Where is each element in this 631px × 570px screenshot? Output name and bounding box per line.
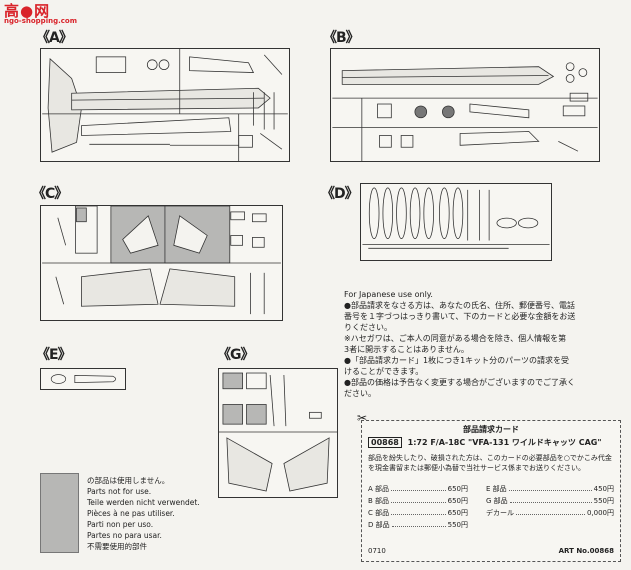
watermark-url: ngo-shopping.com: [4, 17, 77, 25]
price-row: B 部品 650円: [368, 496, 468, 506]
sprue-b-drawing: [332, 62, 598, 161]
info-line: 3者に開示することはありません。: [344, 345, 469, 354]
sprue-c-frame: [40, 205, 283, 321]
part-price: 550円: [593, 497, 614, 505]
price-row: A 部品 650円: [368, 484, 468, 494]
price-row: G 部品 550円: [486, 496, 614, 506]
part-price: 650円: [447, 509, 468, 517]
card-date-code: 0710: [368, 547, 386, 555]
part-name: G 部品: [486, 497, 508, 505]
part-price: 0,000円: [586, 509, 614, 517]
info-line: 番号を１字づつはっきり書いて、下のカードと必要な金額をお送: [344, 312, 576, 321]
sprue-a-drawing: [42, 49, 288, 161]
sprue-a-label: 《A》: [36, 30, 73, 46]
card-header: 00868 1:72 F/A-18C "VFA-131 ワイルドキャッツ CAG…: [368, 437, 602, 448]
legend-line: の部品は使用しません。: [87, 476, 170, 485]
legend-line: Pièces à ne pas utiliser.: [87, 509, 175, 518]
price-row: E 部品 450円: [486, 484, 614, 494]
price-row: D 部品 550円: [368, 520, 468, 530]
price-row: デカール 0,000円: [486, 508, 614, 518]
info-line: ●部品請求をなさる方は、あなたの氏名、住所、郵便番号、電話: [344, 301, 575, 310]
part-price: 550円: [447, 521, 468, 529]
art-number: ART No.00868: [558, 547, 614, 555]
legend-line: Teile werden nicht verwendet.: [87, 498, 200, 507]
sprue-g-frame: [218, 368, 338, 498]
info-line: りください。: [344, 323, 392, 332]
not-for-use-swatch: [40, 473, 79, 553]
japanese-info: For Japanese use only. ●部品請求をなさる方は、あなたの氏…: [344, 289, 620, 399]
card-title: 部品請求カード: [463, 425, 519, 434]
parts-request-card: 部品請求カード 00868 1:72 F/A-18C "VFA-131 ワイルド…: [361, 420, 621, 562]
info-line: ださい。: [344, 389, 376, 398]
sprue-d-drawing: [362, 187, 550, 249]
product-scale: 1:72: [407, 438, 428, 447]
part-price: 450円: [593, 485, 614, 493]
part-price: 650円: [447, 497, 468, 505]
legend-line: Partes no para usar.: [87, 531, 162, 540]
part-name: C 部品: [368, 509, 390, 517]
sprue-e-frame: [40, 368, 126, 390]
sprue-b-frame: [330, 48, 600, 162]
sprue-g-drawing: [219, 372, 337, 492]
sprue-g-label: 《G》: [217, 347, 254, 363]
sprue-c-drawing: [42, 206, 281, 315]
price-row: C 部品 650円: [368, 508, 468, 518]
legend-line: Parti non per uso.: [87, 520, 154, 529]
info-heading: For Japanese use only.: [344, 290, 433, 299]
sprue-e-label: 《E》: [36, 347, 72, 363]
part-name: E 部品: [486, 485, 507, 493]
sprue-a-frame: [40, 48, 290, 162]
info-line: ●「部品請求カード」1枚につき1キット分のパーツの請求を受: [344, 356, 569, 365]
part-price: 650円: [447, 485, 468, 493]
sprue-d-frame: [360, 183, 552, 261]
info-line: ※ハセガワは、ご本人の同意がある場合を除き、個人情報を第: [344, 334, 567, 343]
part-name: A 部品: [368, 485, 390, 493]
watermark-logo: 高●网: [4, 2, 51, 20]
part-name: デカール: [486, 509, 514, 517]
part-name: B 部品: [368, 497, 390, 505]
info-line: けることができます。: [344, 367, 424, 376]
card-description: 部品を紛失したり、破損された方は、このカードの必要部品を○でかこみ代金を現金書留…: [368, 454, 612, 472]
sprue-e-drawing: [50, 374, 117, 384]
not-for-use-legend: の部品は使用しません。 Parts not for use. Teile wer…: [87, 475, 200, 552]
sprue-b-label: 《B》: [323, 30, 360, 46]
info-line: ●部品の価格は予告なく変更する場合がございますのでご了承く: [344, 378, 575, 387]
product-code: 00868: [368, 437, 402, 448]
product-name: F/A-18C "VFA-131 ワイルドキャッツ CAG": [430, 438, 602, 447]
legend-line: 不需要使用的部件: [87, 542, 147, 551]
sprue-d-label: 《D》: [321, 186, 359, 202]
legend-line: Parts not for use.: [87, 487, 152, 496]
sprue-c-label: 《C》: [32, 186, 68, 202]
part-name: D 部品: [368, 521, 390, 529]
scissors-icon: ✂: [357, 411, 368, 425]
